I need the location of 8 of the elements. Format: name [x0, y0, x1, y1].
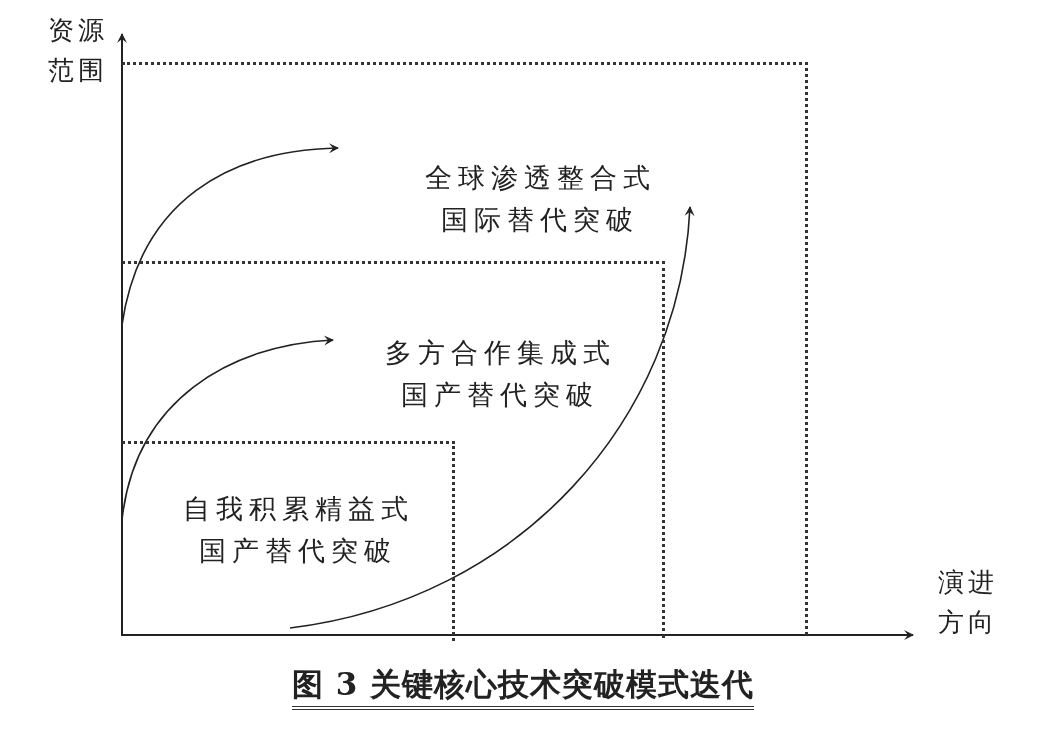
- axis-label: 演进方向: [938, 566, 999, 639]
- dotted-region: [122, 441, 455, 641]
- region-label: 自我积累精益式国产替代突破: [181, 492, 415, 568]
- axis-label: 资源范围: [48, 14, 109, 87]
- region-label: 多方合作集成式国产替代突破: [383, 336, 617, 412]
- region-label: 全球渗透整合式国际替代突破: [423, 161, 657, 237]
- figure-caption: 图 3 关键核心技术突破模式迭代: [292, 664, 755, 710]
- dotted-region: [122, 261, 665, 638]
